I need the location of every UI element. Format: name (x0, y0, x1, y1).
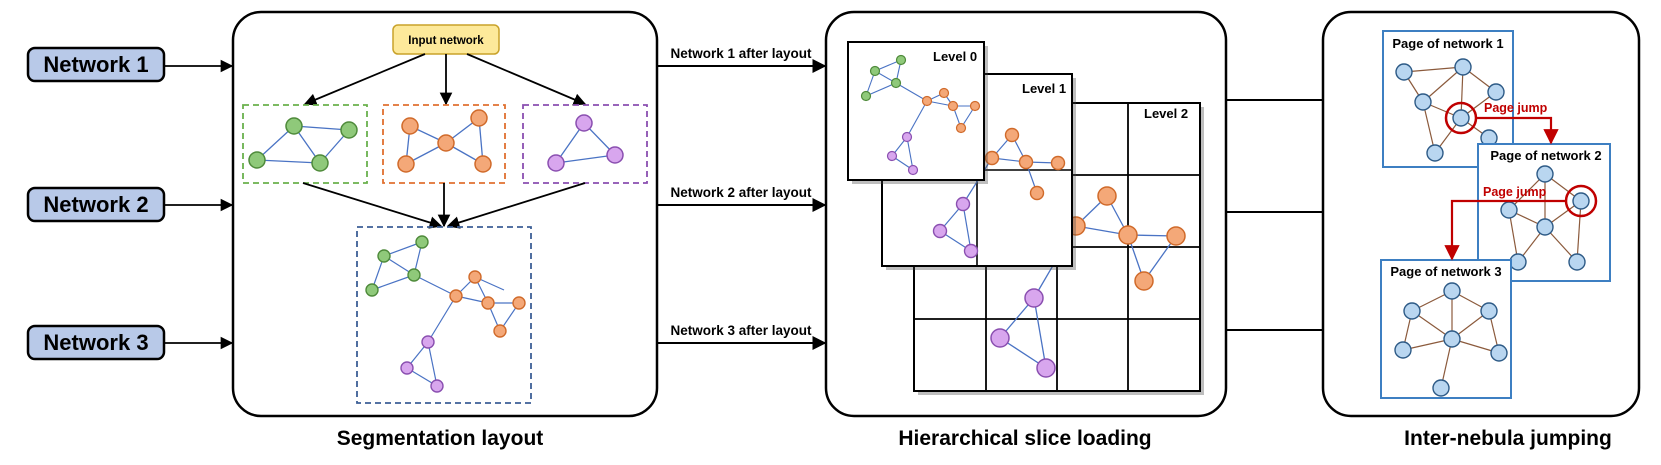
green-component-nodes (248, 117, 358, 172)
page-jump-2-label: Page jump (1483, 185, 1547, 199)
input-network-3-label: Network 3 (43, 330, 148, 355)
purple-component-nodes (547, 114, 624, 172)
arrow-label-3: Network 3 after layout (670, 323, 812, 338)
input-network-1-label: Network 1 (43, 52, 148, 77)
input-network-3: Network 3 (26, 324, 234, 361)
input-networks: Network 1 Network 2 Network 3 (26, 46, 234, 361)
level-1-label: Level 1 (1022, 81, 1066, 96)
orange-component-nodes (397, 109, 492, 173)
page-jump-1: Page jump (1476, 101, 1559, 145)
input-network-box-label: Input network (408, 35, 484, 47)
input-network-1: Network 1 (26, 46, 234, 83)
arrow-label-1: Network 1 after layout (670, 46, 812, 61)
level-2-label: Level 2 (1144, 106, 1188, 121)
segmentation-caption: Segmentation layout (337, 427, 544, 450)
page-3-label: Page of network 3 (1390, 264, 1501, 279)
merged-orange-nodes (449, 270, 526, 338)
level-0-slice: Level 0 (847, 41, 988, 184)
after-layout-arrows: Network 1 after layout Network 2 after l… (657, 46, 827, 350)
hierarchy-caption: Hierarchical slice loading (898, 427, 1151, 450)
merged-green-nodes (365, 235, 429, 297)
input-network-2-label: Network 2 (43, 192, 148, 217)
merged-network-box (356, 226, 532, 404)
hierarchy-panel: Level 2 Level 1 (824, 10, 1228, 418)
input-network-2: Network 2 (26, 186, 234, 223)
merged-purple-nodes (400, 335, 444, 393)
page-1-label: Page of network 1 (1392, 36, 1503, 51)
page-jump-1-label: Page jump (1484, 101, 1548, 115)
page-2-label: Page of network 2 (1490, 148, 1601, 163)
segmentation-panel: Input network (231, 10, 659, 418)
level-0-label: Level 0 (933, 49, 977, 64)
jumping-caption: Inter-nebula jumping (1404, 427, 1612, 450)
page-network-2: Page of network 2 (1477, 143, 1611, 282)
page-jump-2: Page jump (1444, 185, 1566, 261)
jumping-panel: Page of network 1 Page of network 2 (1321, 10, 1641, 418)
page-network-3: Page of network 3 (1380, 259, 1512, 399)
arrow-label-2: Network 2 after layout (670, 185, 812, 200)
